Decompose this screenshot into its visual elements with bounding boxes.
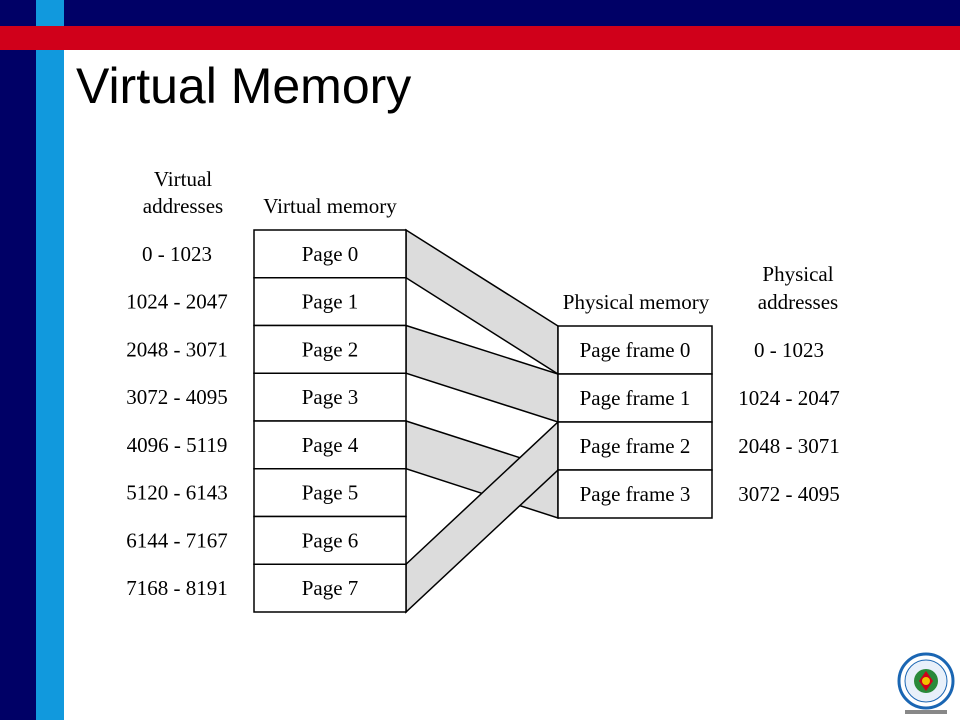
virtual-page-label: Page 4 xyxy=(302,433,359,457)
virtual-memory-header: Virtual memory xyxy=(263,194,397,218)
page-frame-label: Page frame 0 xyxy=(580,338,691,362)
physical-memory-header: Physical memory xyxy=(563,290,710,314)
virtual-address-range: 3072 - 4095 xyxy=(126,385,228,409)
mapping-layer xyxy=(405,228,559,614)
physical-address-range: 2048 - 3071 xyxy=(738,434,840,458)
virtual-address-range: 4096 - 5119 xyxy=(127,433,228,457)
page-frame-label: Page frame 2 xyxy=(580,434,691,458)
virtual-page-label: Page 6 xyxy=(302,528,359,552)
virtual-page-label: Page 0 xyxy=(302,242,359,266)
slide-title: Virtual Memory xyxy=(76,58,412,114)
physical-addresses-header: addresses xyxy=(758,290,838,314)
page-frame-box xyxy=(557,373,713,423)
virtual-addresses-header: Virtual xyxy=(154,167,212,191)
university-seal-logo xyxy=(897,652,955,714)
virtual-address-range: 0 - 1023 xyxy=(142,242,212,266)
left-navy-band xyxy=(0,0,36,720)
virtual-address-range: 1024 - 2047 xyxy=(126,290,228,314)
virtual-address-range: 2048 - 3071 xyxy=(126,337,228,361)
page-frame-box xyxy=(557,421,713,471)
physical-address-range: 3072 - 4095 xyxy=(738,482,840,506)
physical-address-range: 1024 - 2047 xyxy=(738,386,840,410)
page-frame-label: Page frame 1 xyxy=(580,386,691,410)
virtual-page-label: Page 2 xyxy=(302,337,359,361)
physical-addresses-header: Physical xyxy=(762,262,833,286)
virtual-address-range: 7168 - 8191 xyxy=(126,576,228,600)
virtual-page-label: Page 1 xyxy=(302,290,359,314)
memory-boxes-layer xyxy=(253,229,713,613)
virtual-page-box xyxy=(253,324,407,374)
virtual-page-box xyxy=(253,515,407,565)
virtual-page-label: Page 7 xyxy=(302,576,359,600)
top-red-band xyxy=(0,26,960,50)
physical-address-range: 0 - 1023 xyxy=(754,338,824,362)
page-frame-box xyxy=(557,325,713,375)
virtual-page-box xyxy=(253,229,407,279)
virtual-addresses-header: addresses xyxy=(143,194,223,218)
virtual-page-box xyxy=(253,563,407,613)
virtual-address-range: 6144 - 7167 xyxy=(126,528,228,552)
page-frame-label: Page frame 3 xyxy=(580,482,691,506)
virtual-page-box xyxy=(253,468,407,518)
virtual-address-range: 5120 - 6143 xyxy=(126,481,228,505)
virtual-page-label: Page 5 xyxy=(302,481,359,505)
top-navy-band xyxy=(64,0,960,26)
left-cyan-band xyxy=(36,0,64,720)
page-frame-box xyxy=(557,469,713,519)
virtual-page-box xyxy=(253,277,407,327)
virtual-page-box xyxy=(253,372,407,422)
virtual-page-label: Page 3 xyxy=(302,385,359,409)
